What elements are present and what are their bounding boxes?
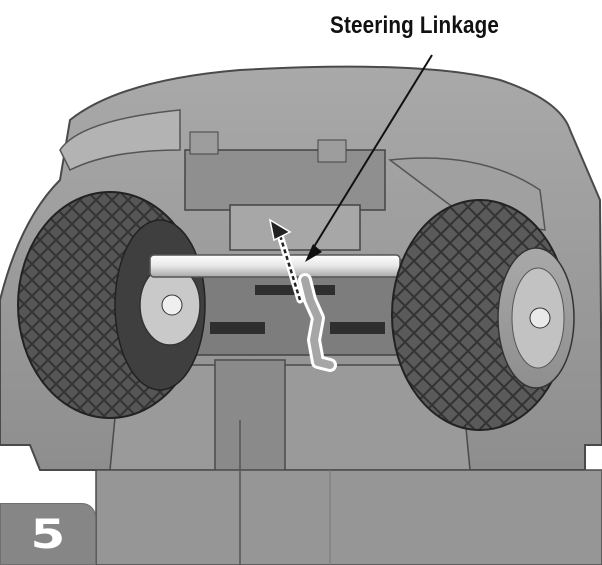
callout-leader-line xyxy=(311,54,433,251)
step-number: 5 xyxy=(30,512,66,558)
cavity-slot-3 xyxy=(330,322,385,334)
steering-linkage-core xyxy=(301,276,334,369)
callout-leader-arrowhead xyxy=(305,244,322,262)
tab-left xyxy=(189,131,219,155)
center-block xyxy=(229,204,361,251)
right-hub-cap xyxy=(529,307,551,329)
arrow-head xyxy=(268,218,292,242)
step-number-badge: 5 xyxy=(0,503,96,565)
front-axle xyxy=(149,254,401,278)
left-hub-cap xyxy=(161,294,183,316)
steering-linkage-callout: Steering Linkage xyxy=(330,12,500,39)
tab-right xyxy=(317,139,347,163)
fender-rim xyxy=(59,109,181,172)
cavity-slot-2 xyxy=(210,322,265,334)
chassis-floor xyxy=(95,469,602,565)
